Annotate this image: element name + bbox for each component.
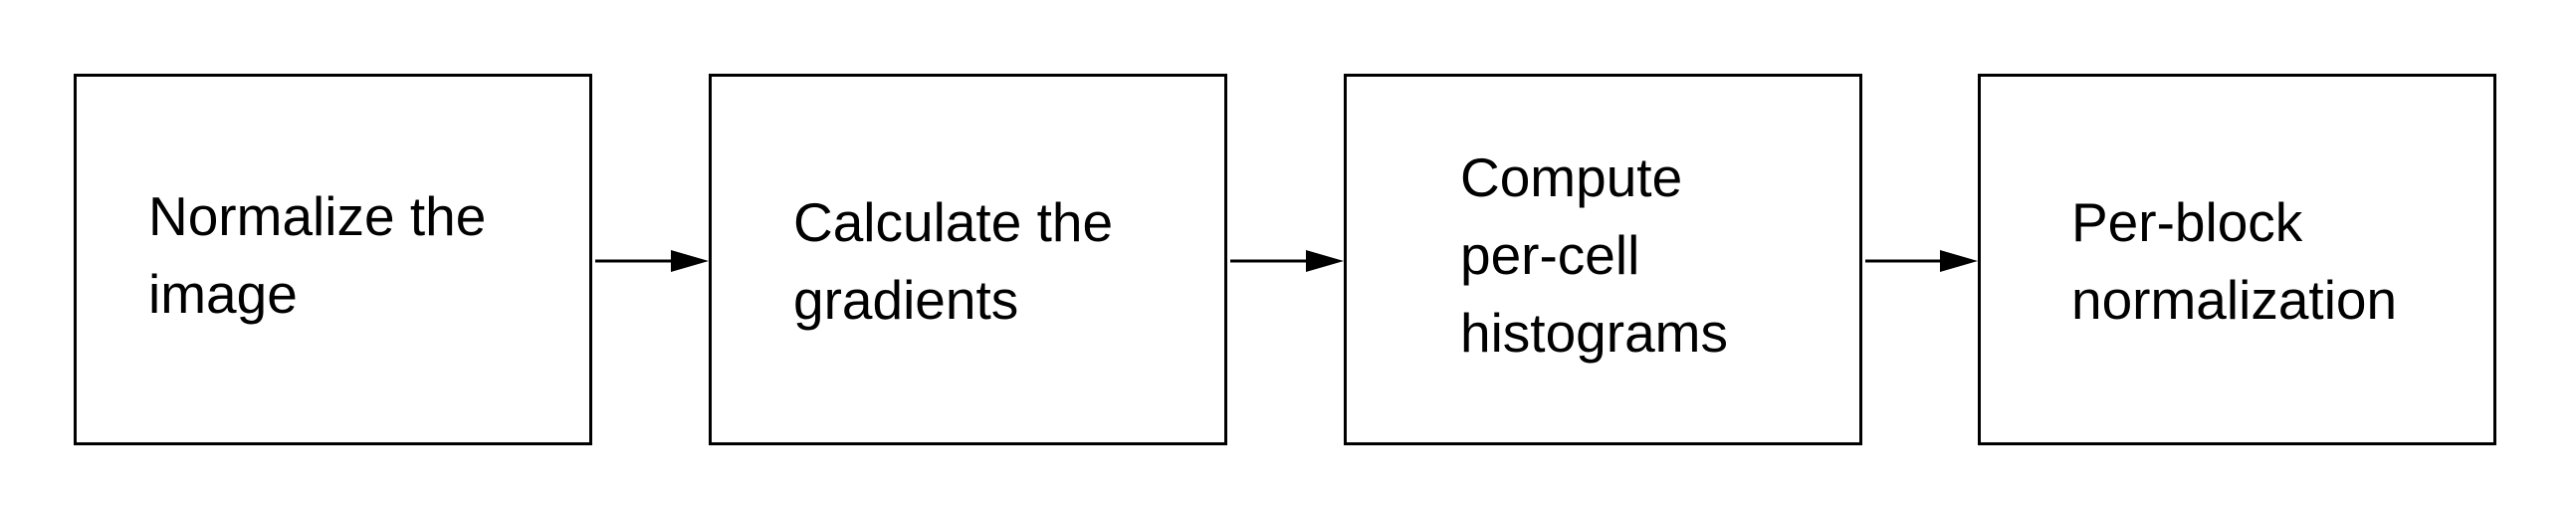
step-label-block-normalization: Per-block normalization <box>2071 183 2397 339</box>
arrow-head-icon <box>1306 250 1344 272</box>
step-label-line: Normalize the <box>148 185 487 247</box>
step-label-line: Per-block <box>2071 191 2303 253</box>
arrow-head-icon <box>1940 250 1978 272</box>
step-label-line: gradients <box>793 269 1019 331</box>
step-box-block-normalization: Per-block normalization <box>1978 74 2496 445</box>
step-box-calculate-gradients: Calculate the gradients <box>709 74 1227 445</box>
step-label-line: per-cell <box>1460 224 1640 286</box>
step-label-normalize-image: Normalize the image <box>148 177 486 333</box>
arrow-histograms-to-block-normalization <box>1865 250 1978 272</box>
step-label-compute-histograms: Compute per-cell histograms <box>1460 138 1728 372</box>
arrow-gradients-to-histograms <box>1230 250 1344 272</box>
arrow-normalize-to-gradients <box>595 250 709 272</box>
arrow-head-icon <box>671 250 709 272</box>
step-box-compute-histograms: Compute per-cell histograms <box>1344 74 1862 445</box>
step-label-line: Compute <box>1460 146 1683 208</box>
step-label-line: histograms <box>1460 302 1728 364</box>
step-label-line: Calculate the <box>793 191 1114 253</box>
step-label-calculate-gradients: Calculate the gradients <box>793 183 1113 339</box>
step-box-normalize-image: Normalize the image <box>74 74 592 445</box>
step-label-line: normalization <box>2071 269 2398 331</box>
step-label-line: image <box>148 263 298 325</box>
